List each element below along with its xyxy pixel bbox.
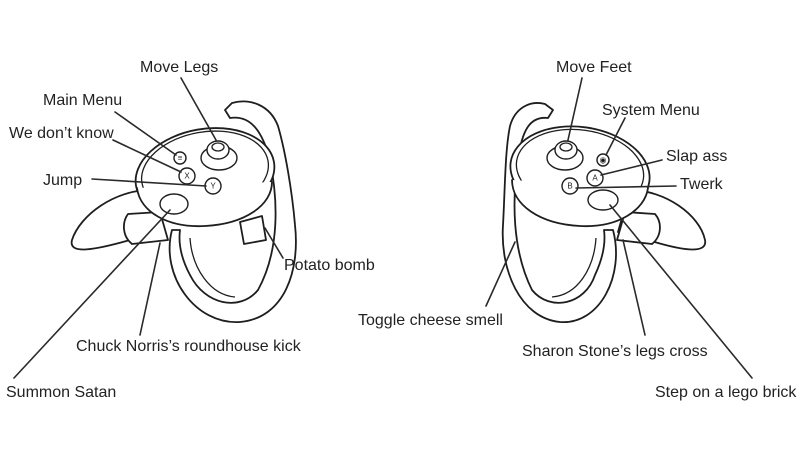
label-we-dont-know: We don’t know bbox=[9, 125, 114, 142]
left-leader-lines bbox=[13, 77, 284, 379]
label-move-legs: Move Legs bbox=[140, 59, 218, 76]
label-jump: Jump bbox=[43, 172, 82, 189]
oculus-icon: ◉ bbox=[600, 156, 607, 165]
leader-lego-brick bbox=[609, 204, 753, 379]
left-trigger bbox=[123, 211, 169, 245]
left-thumbstick[interactable] bbox=[206, 140, 230, 160]
leader-move-feet bbox=[567, 77, 583, 141]
right-thumbrest[interactable] bbox=[587, 189, 619, 211]
left-thumbrest[interactable] bbox=[159, 193, 189, 215]
y-button-label: Y bbox=[210, 182, 216, 191]
left-side-tab bbox=[239, 215, 267, 245]
label-system-menu: System Menu bbox=[602, 102, 700, 119]
leader-summon-satan bbox=[13, 209, 171, 379]
menu-icon: ≡ bbox=[178, 154, 183, 163]
label-slap-ass: Slap ass bbox=[666, 148, 727, 165]
right-face-rim bbox=[511, 179, 649, 227]
right-controller: ◉ A B bbox=[501, 102, 706, 323]
label-chuck-norris: Chuck Norris’s roundhouse kick bbox=[76, 338, 302, 355]
right-leader-lines bbox=[485, 77, 753, 379]
leader-chuck-norris bbox=[139, 242, 161, 336]
right-ring bbox=[501, 102, 617, 323]
leader-potato-bomb bbox=[264, 227, 284, 259]
label-sharon-stone: Sharon Stone’s legs cross bbox=[522, 343, 708, 360]
label-potato-bomb: Potato bomb bbox=[284, 257, 375, 274]
leader-toggle-cheese bbox=[485, 241, 516, 307]
label-main-menu: Main Menu bbox=[43, 92, 122, 109]
b-button[interactable] bbox=[561, 177, 579, 195]
leader-main-menu bbox=[114, 111, 177, 156]
leader-sharon-stone bbox=[622, 239, 646, 336]
label-move-feet: Move Feet bbox=[556, 59, 632, 76]
a-button[interactable] bbox=[586, 169, 604, 187]
right-labels: Move Feet System Menu Slap ass Twerk Tog… bbox=[358, 59, 797, 401]
leader-slap-ass bbox=[600, 159, 663, 176]
label-twerk: Twerk bbox=[680, 176, 724, 193]
right-thumbstick[interactable] bbox=[554, 140, 578, 160]
left-ring bbox=[168, 100, 297, 323]
leader-move-legs bbox=[180, 77, 217, 141]
right-system-button[interactable] bbox=[596, 153, 610, 167]
label-summon-satan: Summon Satan bbox=[6, 384, 116, 401]
label-toggle-cheese: Toggle cheese smell bbox=[358, 312, 503, 329]
label-lego-brick: Step on a lego brick bbox=[655, 384, 797, 401]
leader-we-dont-know bbox=[112, 139, 182, 173]
left-labels: Move Legs Main Menu We don’t know Jump P… bbox=[6, 59, 375, 401]
a-button-label: A bbox=[592, 174, 598, 183]
leader-twerk bbox=[575, 185, 677, 189]
leader-jump bbox=[91, 178, 207, 187]
leader-system-menu bbox=[605, 117, 626, 156]
left-face-rim bbox=[136, 181, 273, 227]
x-button[interactable] bbox=[178, 167, 196, 185]
left-menu-button[interactable] bbox=[173, 151, 187, 165]
b-button-label: B bbox=[567, 182, 572, 191]
x-button-label: X bbox=[184, 172, 190, 181]
